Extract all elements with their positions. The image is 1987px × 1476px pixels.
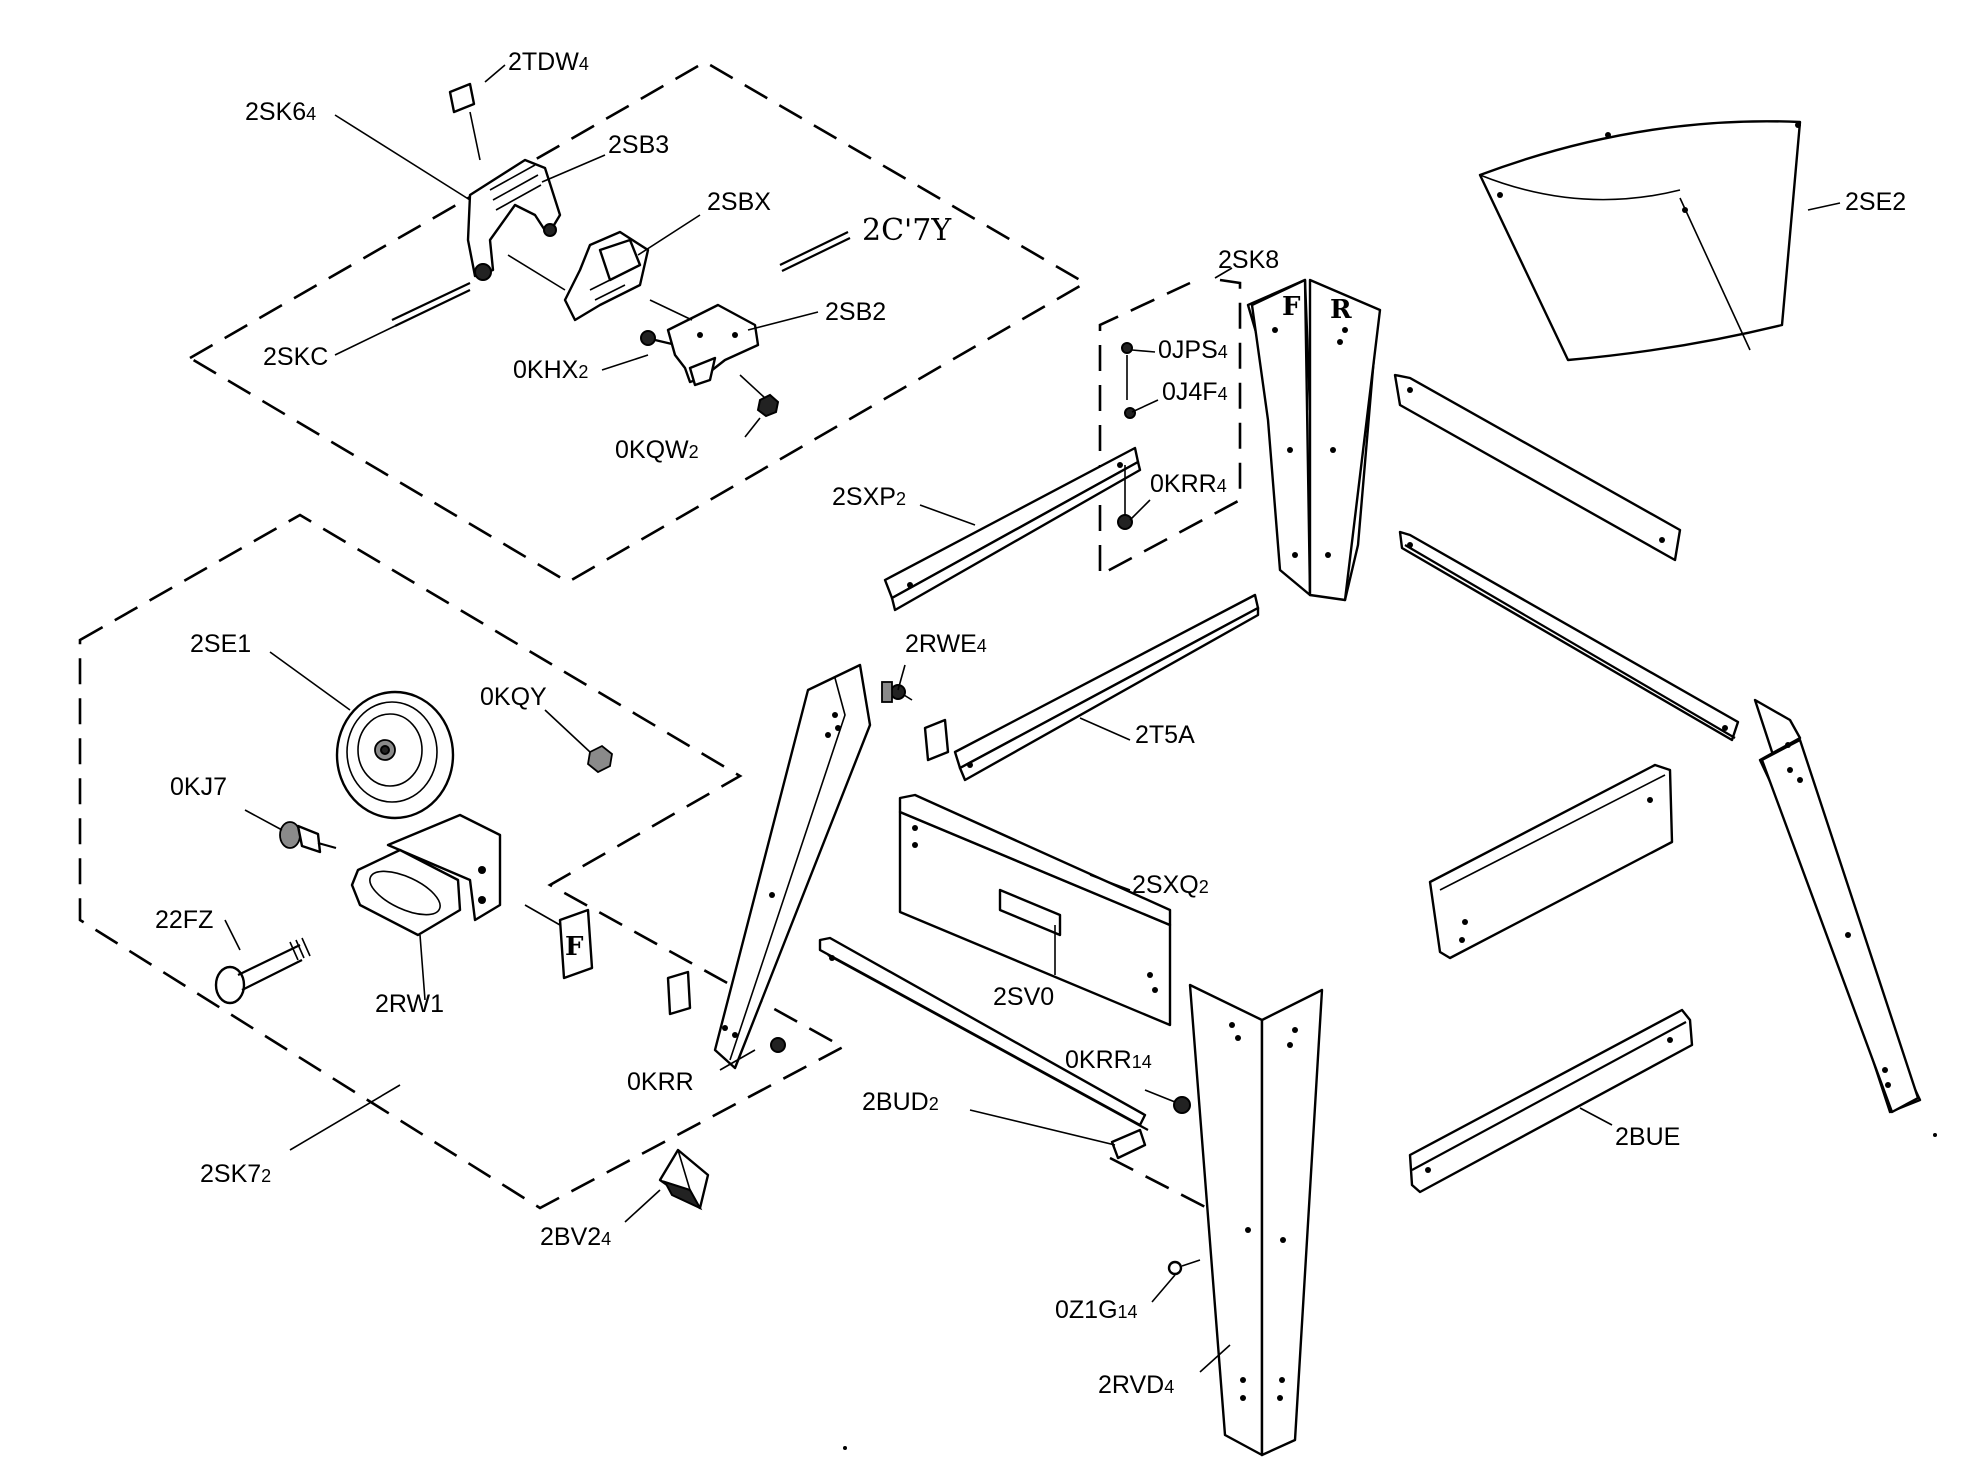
part-f-tag-1: F (558, 908, 594, 980)
part-right-upper-rail (1393, 373, 1682, 562)
part-2sxp-rail (883, 446, 1142, 612)
connector-line (507, 254, 566, 291)
label-2c7y: 2C'7Y (862, 213, 952, 248)
part-2sb3-lever (466, 158, 562, 281)
label-2bue: 2BUE (1615, 1123, 1680, 1151)
label-0krr4: 0KRR4 (1150, 470, 1227, 498)
part-leg-right (1753, 698, 1922, 1114)
label-2sk8: 2SK8 (1218, 246, 1279, 274)
label-2rw1: 2RW1 (375, 990, 444, 1018)
label-2sv0: 2SV0 (993, 983, 1054, 1011)
connector-line (524, 904, 561, 926)
group-2sk8-outline (1098, 278, 1242, 578)
leg-r-mark: R (1330, 295, 1352, 325)
part-2se2-tray (1478, 120, 1802, 362)
label-22fz: 22FZ (155, 906, 213, 934)
part-2sb2-bracket (666, 303, 760, 387)
label-0kqy: 0KQY (480, 683, 547, 711)
part-2bv2-foot (658, 1148, 710, 1211)
label-0j4f4: 0J4F4 (1162, 378, 1228, 406)
label-2sbx: 2SBX (707, 188, 771, 216)
part-2c7y-rod (779, 231, 851, 272)
part-2bud-rail (818, 936, 1149, 1160)
label-2rwe4: 2RWE4 (905, 630, 987, 658)
part-leg-left-front (713, 663, 872, 1070)
connector-line (649, 299, 693, 321)
part-2se1-wheel (335, 690, 455, 820)
part-2t5a-rail (923, 593, 1260, 782)
leader-lines (224, 64, 1841, 1373)
part-0kqy-nut (587, 744, 613, 774)
f-tag-label: F (565, 932, 584, 962)
group-2sk7-outline (78, 513, 846, 1210)
leg-f-mark: F (1282, 292, 1301, 322)
scan-speck (1933, 1133, 1937, 1137)
part-right-diagonal-rail (1398, 530, 1740, 742)
part-2sbx-block (563, 230, 650, 322)
part-0j4f-washer (1124, 407, 1136, 419)
label-0z1g14: 0Z1G14 (1055, 1296, 1138, 1324)
part-leg-center-back: F R (1246, 278, 1382, 602)
part-2rwe-fastener (881, 681, 913, 703)
label-2t5a: 2T5A (1135, 721, 1195, 749)
label-2sb2: 2SB2 (825, 298, 886, 326)
part-f-tag-2 (666, 970, 692, 1016)
connector-line (739, 374, 766, 399)
part-0kj7-stud (279, 821, 337, 854)
label-0krr: 0KRR (627, 1068, 694, 1096)
part-22fz-pin (214, 937, 311, 1005)
label-2sb3: 2SB3 (608, 131, 669, 159)
part-right-mid-rail (1428, 763, 1674, 960)
label-2bv24: 2BV24 (540, 1223, 611, 1251)
part-0krr14-nut (1173, 1096, 1191, 1114)
part-labels: 2TDW4 2SK64 2SB3 2SBX 2C'7Y 2SB2 2SKC 0K… (155, 48, 1906, 1399)
part-0krr-nut-upper (1117, 465, 1133, 530)
part-0khx-bolt (640, 330, 673, 346)
part-2tdw-cap (448, 82, 481, 161)
part-2bue-rail (1408, 1008, 1694, 1194)
part-2rw1-bracket (350, 813, 502, 937)
label-0krr14: 0KRR14 (1065, 1046, 1152, 1074)
part-0jps-screw (1121, 342, 1133, 400)
label-2sk72: 2SK72 (200, 1160, 271, 1188)
scan-speck (843, 1446, 847, 1450)
label-2se2: 2SE2 (1845, 188, 1906, 216)
part-2sxq-apron (898, 793, 1172, 1027)
label-2rvd4: 2RVD4 (1098, 1371, 1174, 1399)
label-2tdw4: 2TDW4 (508, 48, 589, 76)
label-0khx2: 0KHX2 (513, 356, 588, 384)
label-0jps4: 0JPS4 (1158, 336, 1228, 364)
label-2bud2: 2BUD2 (862, 1088, 939, 1116)
part-0kqw-nut (756, 393, 780, 418)
label-2skc: 2SKC (263, 343, 328, 371)
label-0kqw2: 0KQW2 (615, 436, 699, 464)
label-0kj7: 0KJ7 (170, 773, 227, 801)
label-2sxp2: 2SXP2 (832, 483, 906, 511)
part-0z1g-screw (1167, 1259, 1201, 1276)
label-2sk64: 2SK64 (245, 98, 316, 126)
part-2rvd-leg (1188, 983, 1324, 1457)
part-2skc-rod (391, 282, 471, 327)
label-2sxq2: 2SXQ2 (1132, 871, 1209, 899)
group-2sk6-outline (187, 60, 1088, 584)
label-2se1: 2SE1 (190, 630, 251, 658)
